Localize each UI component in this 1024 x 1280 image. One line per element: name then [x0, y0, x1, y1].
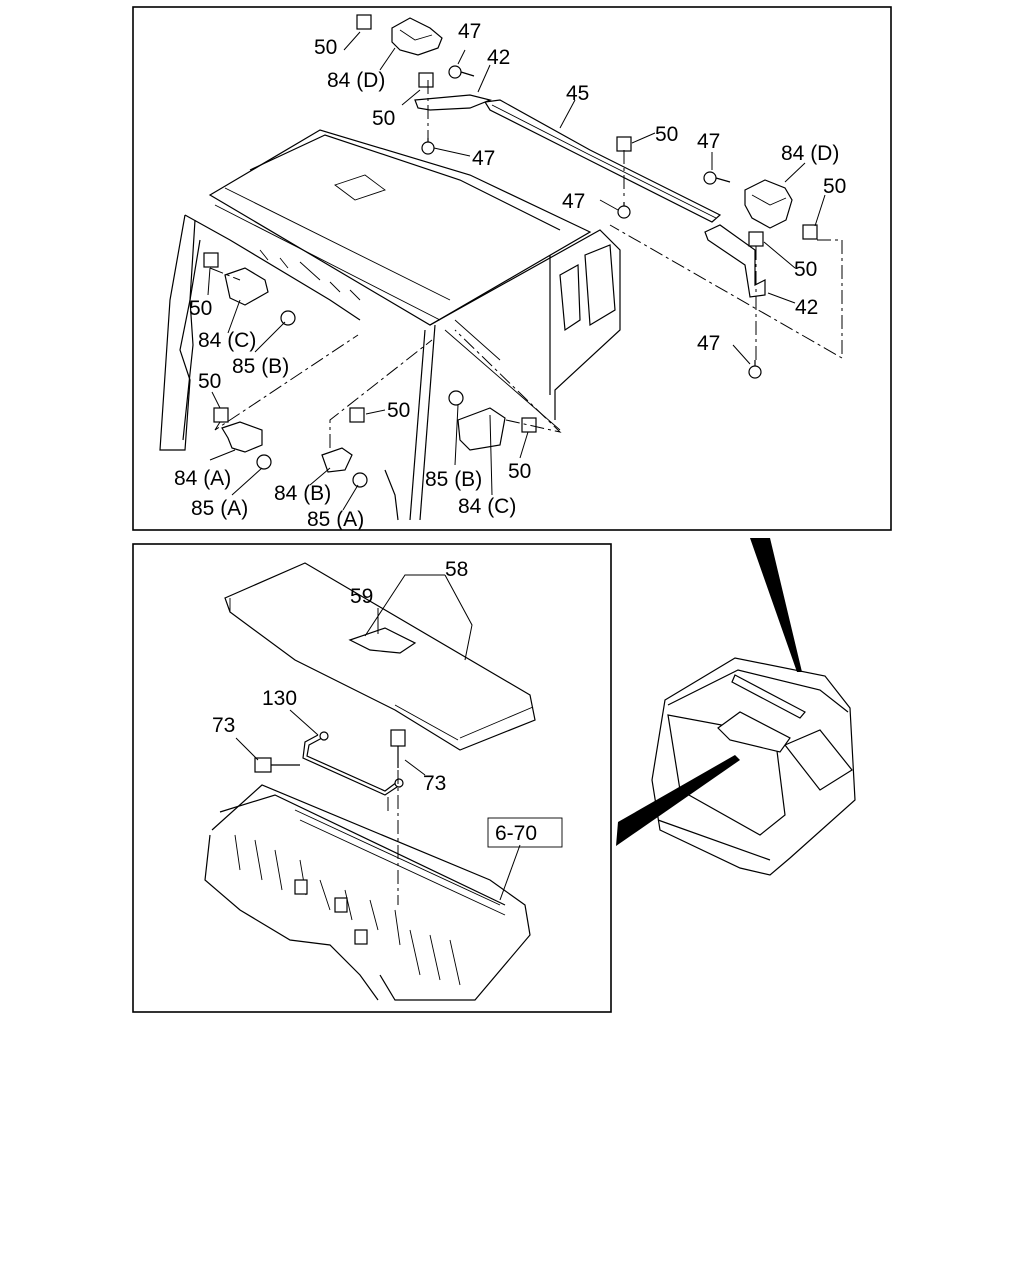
- label-85a: 85 (A): [191, 497, 248, 520]
- lower-panel-frame: [132, 543, 612, 1013]
- roof-molding-45: [483, 99, 722, 223]
- cab-locator-view: [616, 538, 856, 876]
- label-50: 50: [198, 370, 221, 393]
- upper-panel-frame: [132, 6, 892, 531]
- label-84d: 84 (D): [781, 142, 839, 165]
- lower-panel: 58 59 130 73 73 6-70: [132, 543, 612, 1013]
- upper-panel: 50 84 (D) 47 42 50 47 45 50 47 84 (D) 50…: [132, 6, 892, 531]
- label-73: 73: [212, 714, 235, 737]
- support-bar-130: [302, 731, 404, 796]
- rear-shelf-58: [224, 562, 536, 751]
- label-73: 73: [423, 772, 446, 795]
- label-130: 130: [262, 687, 297, 710]
- label-50: 50: [508, 460, 531, 483]
- label-84b: 84 (B): [274, 482, 331, 505]
- cab-floor-body: [204, 784, 531, 1001]
- label-50: 50: [794, 258, 817, 281]
- label-85b: 85 (B): [232, 355, 289, 378]
- reference-box: [487, 817, 563, 848]
- pointer-arrow-lower: [616, 755, 740, 846]
- label-47: 47: [562, 190, 585, 213]
- reference-label: 6-70: [495, 822, 537, 845]
- label-47: 47: [472, 147, 495, 170]
- shelf-flap-59: [348, 627, 417, 654]
- label-84d: 84 (D): [327, 69, 385, 92]
- label-50: 50: [387, 399, 410, 422]
- label-50: 50: [314, 36, 337, 59]
- label-58: 58: [445, 558, 468, 581]
- lower-leader-lines: [235, 574, 521, 905]
- pointer-arrow-upper: [750, 538, 802, 672]
- label-50: 50: [823, 175, 846, 198]
- label-84a: 84 (A): [174, 467, 231, 490]
- label-50: 50: [189, 297, 212, 320]
- upper-assembly-lines: [209, 80, 843, 448]
- cab-roof-illustration: [159, 129, 621, 521]
- label-84c: 84 (C): [198, 329, 256, 352]
- label-85b: 85 (B): [425, 468, 482, 491]
- brackets-84: [221, 267, 506, 473]
- label-85a: 85 (A): [307, 508, 364, 531]
- label-42: 42: [487, 46, 510, 69]
- molding-bracket-42-left: [414, 94, 492, 111]
- molding-bracket-42-right: [704, 224, 766, 298]
- label-84c: 84 (C): [458, 495, 516, 518]
- label-59: 59: [350, 585, 373, 608]
- bolts-73: [254, 729, 406, 773]
- label-45: 45: [566, 82, 589, 105]
- label-50: 50: [372, 107, 395, 130]
- label-47: 47: [458, 20, 481, 43]
- upper-leader-lines: [207, 31, 826, 511]
- label-47: 47: [697, 130, 720, 153]
- label-47: 47: [697, 332, 720, 355]
- label-50: 50: [655, 123, 678, 146]
- label-42: 42: [795, 296, 818, 319]
- screws-85: [256, 310, 464, 488]
- nuts-50: [203, 14, 818, 433]
- clip-84d-upper: [391, 17, 443, 56]
